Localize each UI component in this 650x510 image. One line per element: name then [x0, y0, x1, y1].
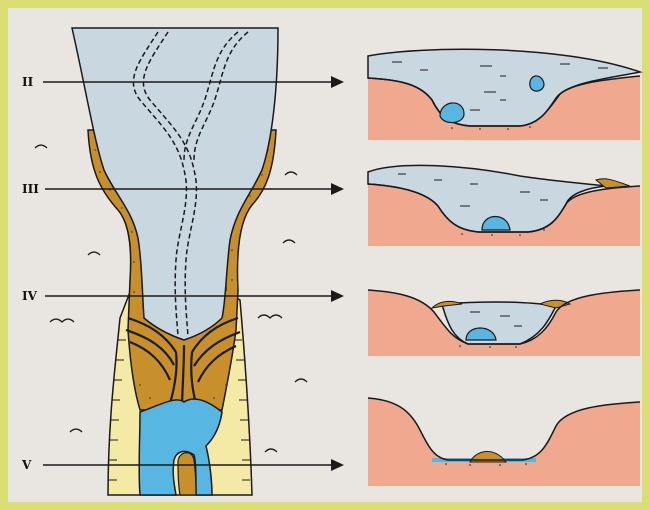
sand-bar	[178, 453, 196, 495]
cross-section-ii	[368, 49, 640, 140]
section-label-v: V	[21, 458, 32, 472]
section-label-ii: II	[22, 75, 34, 89]
section-label-iii: III	[22, 182, 39, 196]
englacial-channel-ii	[530, 76, 544, 91]
section-label-iv: IV	[22, 289, 38, 303]
